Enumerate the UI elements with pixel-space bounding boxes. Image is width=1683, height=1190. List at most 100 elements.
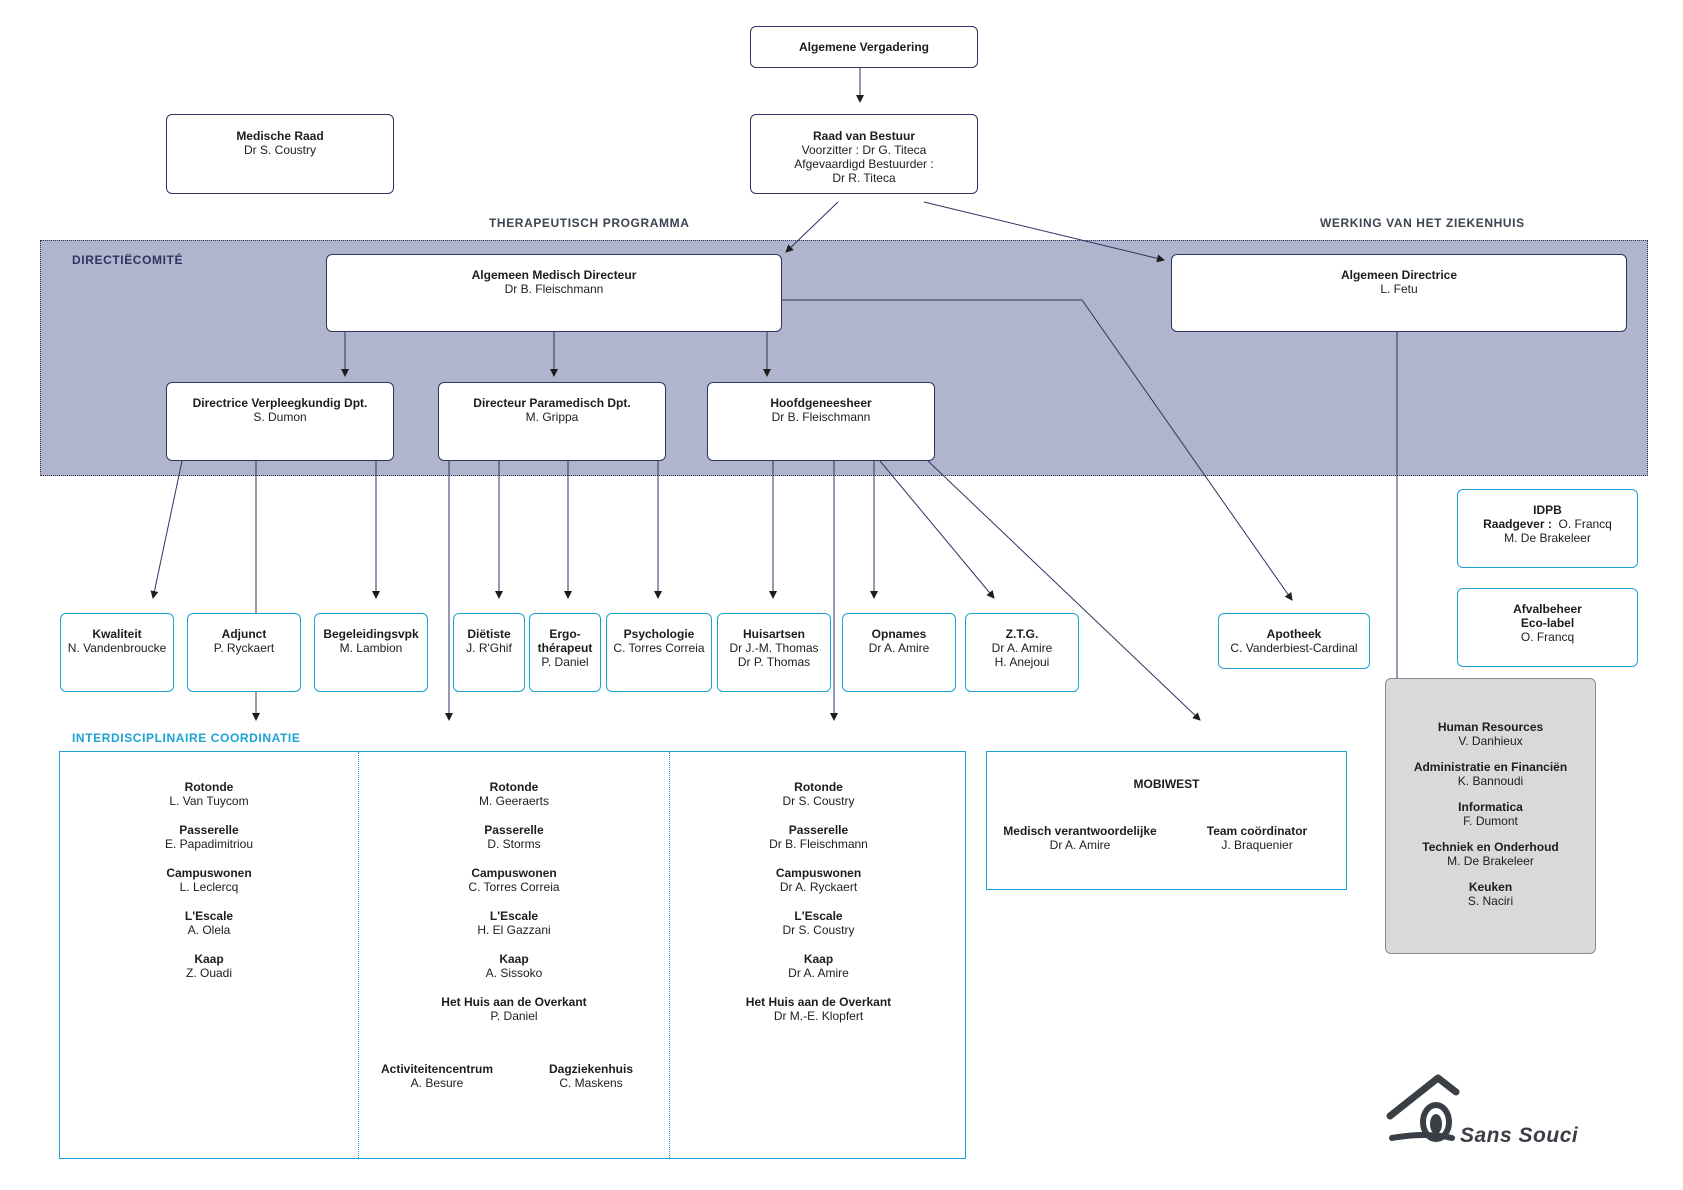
adjunct-title: Adjunct [221,627,267,641]
medical-director-title: Algemeen Medisch Directeur [471,268,637,282]
general-director-name: L. Fetu [1380,282,1418,296]
board-title: Raad van Bestuur [812,129,916,143]
coord-entry-title: Campuswonen [471,866,557,880]
coord-entry-name: Dr S. Coustry [782,923,855,937]
chief-physician-name: Dr B. Fleischmann [771,410,871,424]
coord-entry-title: Rotonde [794,780,843,794]
board-box: Raad van Bestuur Voorzitter : Dr G. Tite… [750,114,978,194]
coord-sub-title: Dagziekenhuis [548,1062,634,1076]
coord-entry-name: C. Torres Correia [468,880,560,894]
board-line3: Dr R. Titeca [832,171,896,185]
coord-entry-title: Techniek en Onderhoud [1422,840,1559,854]
coord-entry-title: Keuken [1468,880,1513,894]
ztg-name2: H. Anejoui [994,655,1050,669]
kwaliteit-title: Kwaliteit [92,627,142,641]
kwaliteit-name: N. Vandenbroucke [67,641,167,655]
coord-entry-name: H. El Gazzani [477,923,551,937]
opnames-title: Opnames [871,627,927,641]
general-assembly-box: Algemene Vergadering [750,26,978,68]
medical-director-name: Dr B. Fleischmann [504,282,604,296]
logo-text: Sans Souci [1460,1124,1579,1147]
idpb-title: IDPB [1533,503,1562,517]
chief-physician-title: Hoofdgeneesheer [770,396,872,410]
huisartsen-name2: Dr P. Thomas [737,655,811,669]
adjunct-box: Adjunct P. Ryckaert [187,613,301,692]
idpb-advisor-line: Raadgever : O. Francq [1458,517,1637,531]
coord-entry-title: Campuswonen [775,866,862,880]
coord-entry-name: Z. Ouadi [185,966,233,980]
ztg-box: Z.T.G. Dr A. Amire H. Anejoui [965,613,1079,692]
coord-entry-name: D. Storms [487,837,541,851]
coord-entry-name: P. Daniel [490,1009,538,1023]
apotheek-title: Apotheek [1266,627,1322,641]
mobiwest-role2-block: Team coördinator J. Braquenier [1177,824,1337,852]
paramedical-box: Directeur Paramedisch Dpt. M. Grippa [438,382,666,461]
medical-council-title: Medische Raad [236,129,324,143]
coord-entry-title: Passerelle [484,823,544,837]
chief-physician-box: Hoofdgeneesheer Dr B. Fleischmann [707,382,935,461]
coord-divider-2 [669,752,670,1158]
huisartsen-name1: Dr J.-M. Thomas [729,641,819,655]
coord-entry-name: E. Papadimitriou [164,837,254,851]
mobiwest-role2: Team coördinator [1206,824,1308,838]
begeleiding-box: Begeleidingsvpk M. Lambion [314,613,428,692]
mobiwest-box: MOBIWEST Medisch verantwoordelijke Dr A.… [986,751,1347,890]
coord-entry-name: A. Sissoko [485,966,543,980]
coord-sub-title: Activiteitencentrum [380,1062,494,1076]
coord-entry-name: Dr A. Amire [788,966,849,980]
waste-title1: Afvalbeheer [1513,602,1582,616]
dietiste-title: Diëtiste [467,627,511,641]
psycho-box: Psychologie C. Torres Correia [606,613,712,692]
psycho-name: C. Torres Correia [613,641,705,655]
coord-entry-title: Human Resources [1437,720,1544,734]
coord-entry-title: Kaap [194,952,224,966]
hospital-operations-label: WERKING VAN HET ZIEKENHUIS [1320,216,1525,230]
idpb-name1: O. Francq [1558,517,1612,531]
general-director-box: Algemeen Directrice L. Fetu [1171,254,1627,332]
paramedical-name: M. Grippa [525,410,579,424]
coord-entry-title: Campuswonen [166,866,252,880]
coord-entry-name: M. Geeraerts [478,794,550,808]
ergo-title1: Ergo- [549,627,581,641]
nursing-name: S. Dumon [253,410,307,424]
ztg-title: Z.T.G. [1005,627,1039,641]
medical-director-box: Algemeen Medisch Directeur Dr B. Fleisch… [326,254,782,332]
apotheek-box: Apotheek C. Vanderbiest-Cardinal [1218,613,1370,669]
ergo-box: Ergo- thérapeut P. Daniel [529,613,601,692]
mobiwest-name2: J. Braquenier [1221,838,1293,852]
medical-council-box: Medische Raad Dr S. Coustry [166,114,394,194]
coord-entry-name: K. Bannoudi [1457,774,1524,788]
coord-entry-title: Rotonde [489,780,539,794]
huisartsen-title: Huisartsen [742,627,806,641]
adjunct-name: P. Ryckaert [213,641,275,655]
nursing-title: Directrice Verpleegkundig Dpt. [192,396,368,410]
mobiwest-title: MOBIWEST [1133,777,1200,791]
ztg-name1: Dr A. Amire [991,641,1053,655]
coord-entry-title: L'Escale [184,909,234,923]
general-assembly-title: Algemene Vergadering [798,40,930,54]
huisartsen-box: Huisartsen Dr J.-M. Thomas Dr P. Thomas [717,613,831,692]
coord-entry-name: S. Naciri [1467,894,1514,908]
coord-entry-name: A. Olela [187,923,231,937]
ergo-title2: thérapeut [537,641,593,655]
